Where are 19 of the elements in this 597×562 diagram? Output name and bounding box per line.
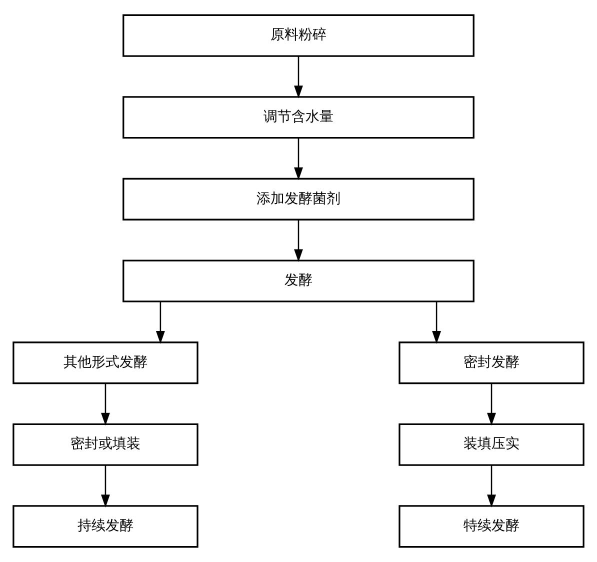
arrow	[101, 383, 110, 426]
node-box: 持续发酵	[12, 505, 198, 548]
node-box: 装填压实	[398, 423, 584, 466]
node-box: 密封或填装	[12, 423, 198, 466]
node-box: 添加发酵菌剂	[122, 178, 474, 220]
arrow	[294, 220, 303, 262]
node-box: 发酵	[122, 260, 474, 302]
node-box: 调节含水量	[122, 96, 474, 139]
arrow	[487, 383, 496, 426]
arrow	[487, 465, 496, 508]
arrow	[294, 56, 303, 98]
arrow	[156, 302, 165, 344]
arrow	[294, 138, 303, 180]
node-box: 其他形式发酵	[12, 342, 198, 384]
arrow	[432, 302, 442, 344]
arrow	[101, 465, 110, 508]
node-box: 特续发酵	[398, 505, 584, 548]
node-box: 密封发酵	[398, 342, 584, 384]
node-box: 原料粉碎	[122, 14, 474, 57]
